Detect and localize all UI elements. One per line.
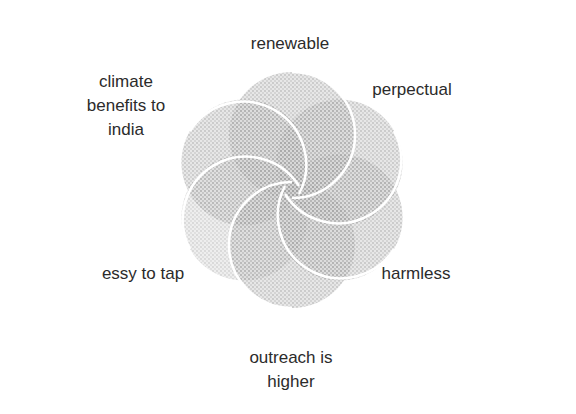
swirl-arc [229, 182, 292, 308]
petal-circle [181, 100, 307, 226]
petal-label: harmless [382, 262, 451, 286]
petal-label: climate benefits to india [71, 70, 181, 142]
swirl-lines [183, 72, 401, 308]
petal-label: outreach is higher [235, 346, 347, 394]
petal-label: essy to tap [102, 262, 184, 286]
swirl-arc [292, 72, 355, 198]
swirl-arc [278, 186, 394, 278]
swirl-arc [183, 157, 299, 249]
swirl-arc [190, 102, 306, 194]
petal-label: perpectual [372, 78, 451, 102]
petal-label: renewable [251, 32, 329, 56]
petal-group [181, 72, 402, 308]
